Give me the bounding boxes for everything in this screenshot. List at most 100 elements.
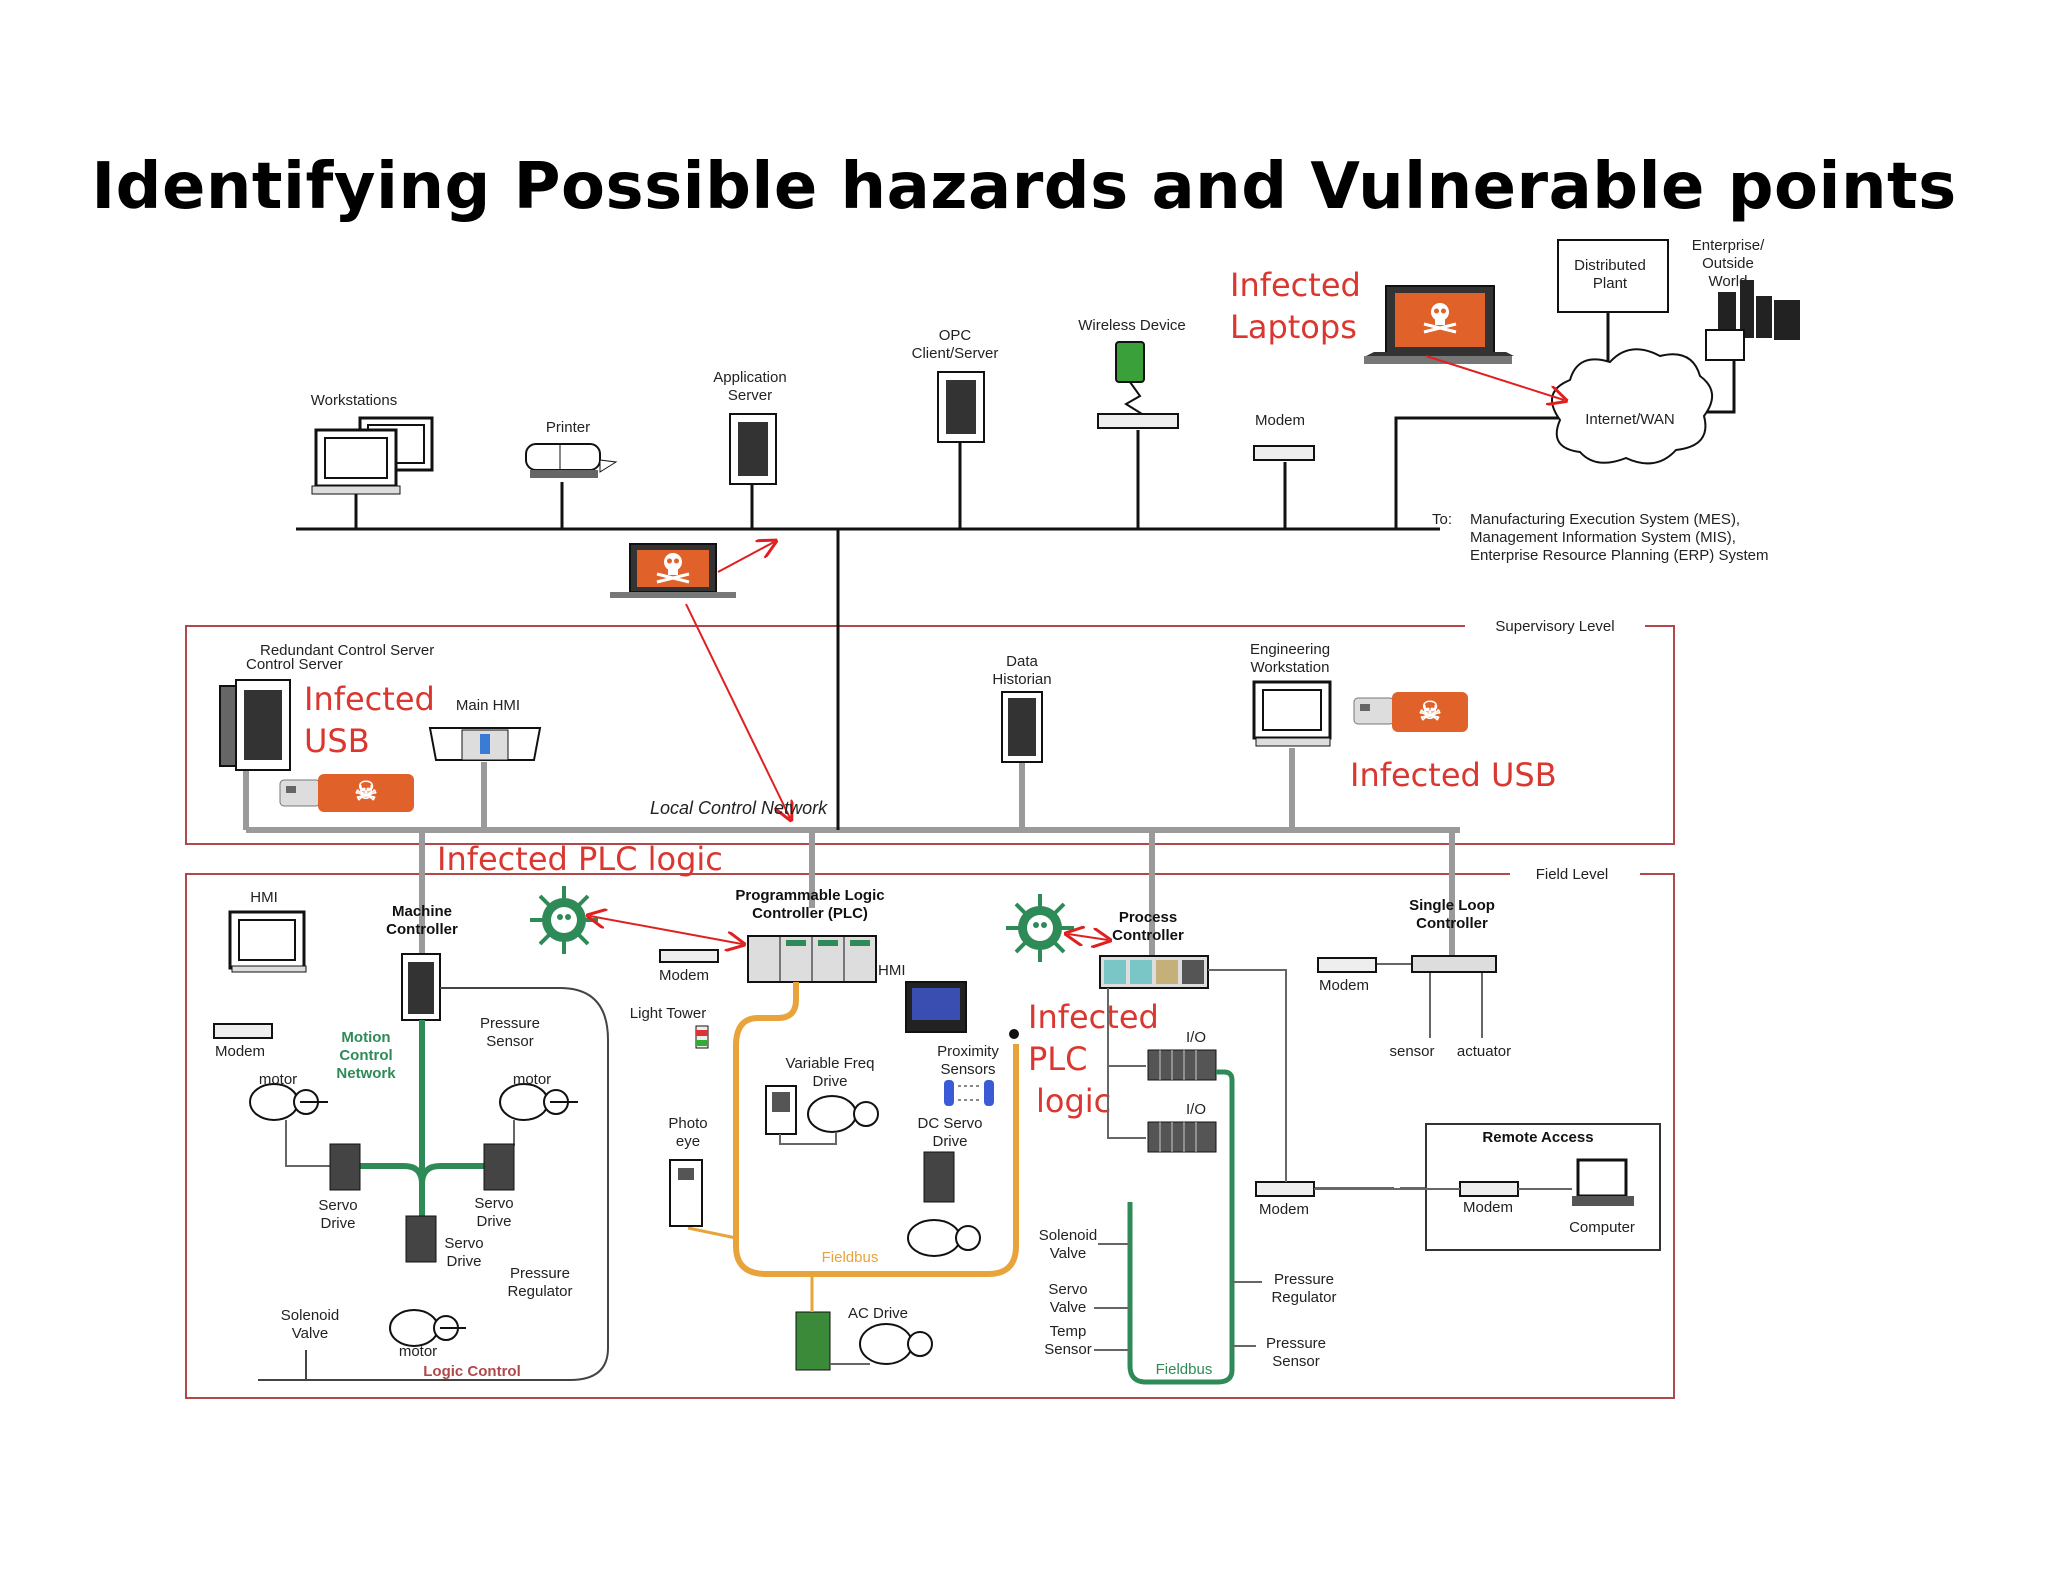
svg-text:☠: ☠ <box>354 776 377 806</box>
io-module-2-icon: I/O <box>1147 1101 1217 1153</box>
solenoid-2-label-2: Valve <box>1050 1245 1086 1262</box>
field-level-label: Field Level <box>1536 866 1609 883</box>
opc-label-2: Client/Server <box>912 345 999 362</box>
workstations-icon: Workstations <box>311 392 434 495</box>
proximity-label-2: Sensors <box>940 1061 995 1078</box>
enterprise-backbone <box>296 312 1736 626</box>
fieldbus-orange-label: Fieldbus <box>822 1249 879 1266</box>
distributed-label-1: Distributed <box>1574 257 1646 274</box>
temp-sensor-label-2: Sensor <box>1044 1341 1092 1358</box>
eng-ws-label-1: Engineering <box>1250 641 1330 658</box>
motion-label-3: Network <box>336 1065 396 1082</box>
plc-label-1: Programmable Logic <box>735 887 884 904</box>
motor-3-label: motor <box>399 1343 437 1360</box>
vfd-label-2: Drive <box>812 1073 847 1090</box>
to-line-2: Management Information System (MIS), <box>1470 529 1736 546</box>
pressure-sensor-2-label-1: Pressure <box>1266 1335 1326 1352</box>
application-server-icon: Application Server <box>713 369 787 485</box>
machine-ctrl-label-1: Machine <box>392 903 452 920</box>
field-modem-1-icon: Modem <box>213 1023 273 1060</box>
io-2-label: I/O <box>1186 1101 1206 1118</box>
process-controller-icon: Process Controller <box>1099 909 1209 989</box>
internet-label: Internet/WAN <box>1585 411 1674 428</box>
actuator-label: actuator <box>1457 1043 1511 1060</box>
to-label: To: <box>1432 511 1452 528</box>
enterprise-label-3: World <box>1709 273 1748 290</box>
dc-servo-label-1: DC Servo <box>917 1115 982 1132</box>
servo-drive-2-label-1: Servo <box>474 1195 513 1212</box>
infected-laptop-middle-icon <box>610 543 736 598</box>
to-line-1: Manufacturing Execution System (MES), <box>1470 511 1740 528</box>
ac-drive-label: AC Drive <box>848 1305 908 1322</box>
svg-text:☠: ☠ <box>1418 696 1441 726</box>
supervisory-level-label: Supervisory Level <box>1495 618 1614 635</box>
io-1-label: I/O <box>1186 1029 1206 1046</box>
proximity-sensors-icon: Proximity Sensors <box>937 1043 999 1106</box>
pressure-sensor-2-label-2: Sensor <box>1272 1353 1320 1370</box>
infected-plc-logic-label: Infected PLC logic <box>437 840 723 878</box>
plc-modem-label: Modem <box>659 967 709 984</box>
io-module-1-icon: I/O <box>1147 1029 1217 1081</box>
infected-laptops-label-2: Laptops <box>1230 308 1357 346</box>
control-server-label: Control Server <box>246 656 343 673</box>
infected-usb-drive-icon: ☠ <box>279 774 414 812</box>
field-modem-3-label: Modem <box>1259 1201 1309 1218</box>
redundant-server-label: Redundant Control Server <box>260 642 434 659</box>
pressure-sensor-1-label-1: Pressure <box>480 1015 540 1032</box>
servo-drive-1-label-1: Servo <box>318 1197 357 1214</box>
pressure-regulator-1-label-1: Pressure <box>510 1265 570 1282</box>
field-modem-2-label: Modem <box>1319 977 1369 994</box>
light-tower-label: Light Tower <box>630 1005 706 1022</box>
data-historian-icon: Data Historian <box>992 653 1052 763</box>
field-hmi-label: HMI <box>250 889 278 906</box>
solenoid-2-label-1: Solenoid <box>1039 1227 1097 1244</box>
motor-left-icon: motor <box>249 1071 328 1121</box>
app-server-label-1: Application <box>713 369 786 386</box>
enterprise-world-icon: Enterprise/ Outside World <box>1692 237 1800 361</box>
infected-laptops-label-1: Infected <box>1230 266 1361 304</box>
internet-cloud-icon: Internet/WAN <box>1551 348 1713 465</box>
app-server-label-2: Server <box>728 387 772 404</box>
printer-icon: Printer <box>525 419 618 478</box>
infected-usb-1-label-1: Infected <box>304 680 435 718</box>
engineering-workstation-icon: Engineering Workstation <box>1250 641 1332 747</box>
infected-usb-1-label-2: USB <box>304 722 370 760</box>
sensor-label: sensor <box>1389 1043 1434 1060</box>
opc-label-1: OPC <box>939 327 972 344</box>
servo-drive-2-label-2: Drive <box>476 1213 511 1230</box>
process-ctrl-label-2: Controller <box>1112 927 1184 944</box>
servo-valve-label-1: Servo <box>1048 1281 1087 1298</box>
machine-controller-icon: Machine Controller <box>386 903 458 1021</box>
infected-usb-drive-2-icon: ☠ <box>1353 692 1468 732</box>
servo-drive-2-icon: Servo Drive <box>474 1143 515 1230</box>
plc-icon: Programmable Logic Controller (PLC) <box>735 887 885 983</box>
pressure-regulator-2-label-1: Pressure <box>1274 1271 1334 1288</box>
enterprise-label-2: Outside <box>1702 255 1754 272</box>
distributed-label-2: Plant <box>1593 275 1628 292</box>
field-hmi-icon: HMI <box>228 889 307 973</box>
plc-hmi-icon: HMI <box>878 962 967 1033</box>
local-control-network <box>243 748 1460 956</box>
fieldbus-green <box>1127 1069 1235 1385</box>
servo-drive-1-icon: Servo Drive <box>318 1143 361 1232</box>
motor-2-label: motor <box>513 1071 551 1088</box>
field-modem-3-icon: Modem <box>1255 1181 1315 1218</box>
pressure-sensor-1-label-2: Sensor <box>486 1033 534 1050</box>
data-historian-label-2: Historian <box>992 671 1051 688</box>
motor-right-icon: motor <box>499 1071 578 1121</box>
motor-1-label: motor <box>259 1071 297 1088</box>
modem-top-label: Modem <box>1255 412 1305 429</box>
infected-plc-logic-2-label-2: PLC <box>1028 1040 1087 1078</box>
virus-icon <box>530 886 598 954</box>
infected-plc-logic-2-label-1: Infected <box>1028 998 1159 1036</box>
logic-control-label: Logic Control <box>423 1363 521 1380</box>
servo-drive-3-label-1: Servo <box>444 1235 483 1252</box>
pressure-regulator-1-label-2: Regulator <box>507 1283 572 1300</box>
single-loop-label-1: Single Loop <box>1409 897 1495 914</box>
modem-icon: Modem <box>1253 412 1315 461</box>
field-modem-2-icon: Modem <box>1317 957 1377 994</box>
infected-plc-logic-2-label-3: logic <box>1036 1082 1111 1120</box>
remote-access-label: Remote Access <box>1482 1129 1593 1146</box>
dc-servo-drive-icon: DC Servo Drive <box>907 1115 983 1257</box>
vfd-icon: Variable Freq Drive <box>765 1055 879 1145</box>
